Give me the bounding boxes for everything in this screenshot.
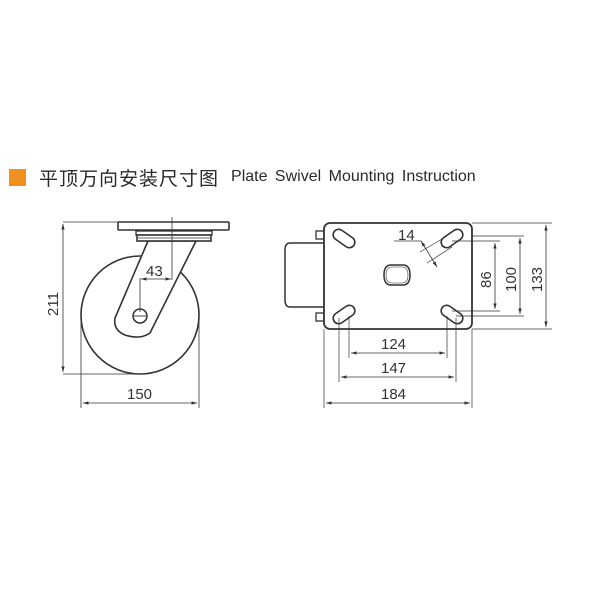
plate-height-label: 133 [529,267,546,292]
title-bullet-icon [9,168,26,186]
title-english: Plate Swivel Mounting Instruction [231,168,476,185]
plate-width-label: 184 [381,386,406,403]
top-view [284,222,552,408]
diagram-title: 平顶万向安装尺寸图 Plate Swivel Mounting Instruct… [9,163,476,191]
slot-width-label: 14 [398,227,415,244]
width-label: 150 [127,386,152,403]
hole-x-outer-label: 147 [381,360,406,377]
top-plate [117,221,230,231]
side-view [61,217,230,408]
hole-spacing-outer-label: 100 [503,267,520,292]
wheel-silhouette [284,242,324,308]
title-chinese: 平顶万向安装尺寸图 [39,167,220,190]
mounting-slots [332,228,464,325]
offset-label: 43 [146,263,163,280]
hole-spacing-inner-label: 86 [478,271,495,288]
hole-x-inner-label: 124 [381,336,406,353]
height-label: 211 [45,292,62,316]
